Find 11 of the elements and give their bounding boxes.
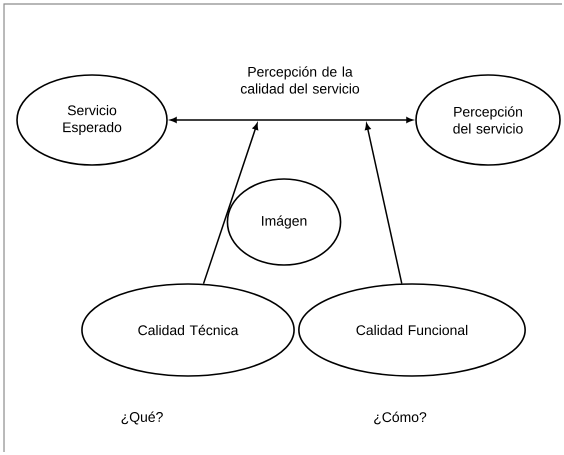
ellipse-node: Calidad Técnica [81,283,295,377]
ellipse-node: Percepción del servicio [415,74,561,166]
question-label: ¿Qué? [122,412,163,424]
arrow [364,123,402,284]
ellipse-node: Imágen [226,178,342,266]
arrow [202,123,258,284]
arrow [170,117,413,123]
edge-label: Percepción de la calidad del servicio [240,66,360,94]
ellipse-node: Calidad Funcional [298,283,526,377]
ellipse-node: Servicio Esperado [16,74,168,166]
question-label: ¿Cómo? [374,412,426,424]
